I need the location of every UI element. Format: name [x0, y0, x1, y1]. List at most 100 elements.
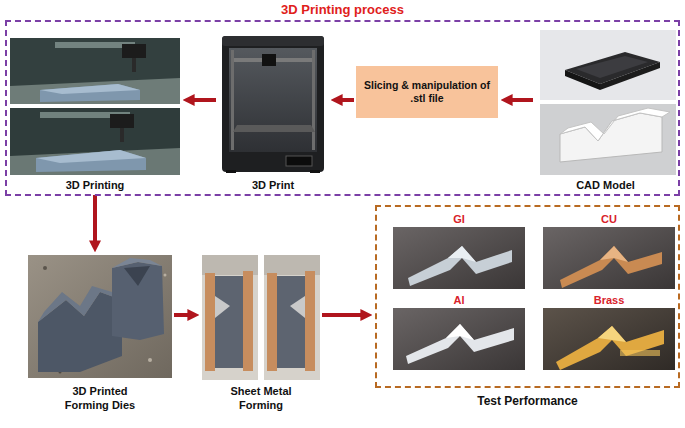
printer-illustration: [231, 50, 234, 150]
cad-model-render: [560, 113, 662, 162]
printing-photo: [36, 150, 146, 163]
forming-dies-photo: [164, 274, 167, 277]
forming-dies-photo: [112, 262, 164, 340]
al-sample-photo: [446, 324, 474, 340]
printer-illustration: [229, 48, 317, 152]
sheet-forming-photo: [264, 255, 320, 380]
sample-panel: Brass: [543, 293, 675, 371]
printing-photo: [10, 78, 180, 104]
cad-model-render: [540, 104, 676, 175]
sheet-forming-photo: [267, 273, 277, 371]
printer-illustration: [262, 54, 276, 66]
printing-photo: [10, 38, 180, 104]
node-label: CU: [543, 212, 675, 226]
printer-illustration: [222, 36, 324, 173]
node-label: GI: [393, 212, 525, 226]
printer-illustration: [222, 36, 324, 172]
sheet-forming-photo: [305, 271, 315, 371]
gi-sample-photo: [393, 227, 525, 289]
printing-photo: [10, 108, 180, 175]
cad-model-render: [540, 30, 676, 175]
process-group-box: 3D Printing 3D Print Slicing & manipulatio…: [5, 20, 680, 196]
cad-model-render: [560, 108, 670, 141]
node-label: Al: [393, 293, 525, 307]
brass-sample-photo: [543, 308, 675, 370]
flow-arrow: [194, 98, 216, 102]
flow-arrow: [322, 313, 361, 317]
node-label: Test Performance: [377, 394, 678, 409]
forming-dies-photo: [148, 358, 152, 362]
node-label: 3D Printing: [10, 178, 180, 192]
printing-photo: [132, 58, 136, 72]
gi-sample-photo: [393, 227, 525, 289]
flow-arrow: [174, 313, 188, 317]
node-label: 3D Print: [218, 178, 328, 192]
printer-illustration: [226, 170, 236, 173]
sheet-forming-photo: [215, 276, 243, 368]
printing-photo: [40, 84, 140, 94]
sample-panel: CU: [543, 212, 675, 290]
forming-dies-photo: [43, 266, 47, 270]
node-label: Slicing & manipulation of .stl file: [364, 79, 490, 105]
node-label: Sheet Metal Forming: [213, 384, 309, 412]
flow-arrow: [512, 98, 533, 102]
sheet-forming-photo: [202, 255, 258, 380]
printer-panel: 3D Print: [218, 32, 328, 192]
photo-panel: 3D Printed Forming Dies: [28, 255, 172, 412]
al-sample-photo: [393, 308, 525, 370]
cu-sample-photo: [543, 227, 675, 289]
forming-dies-photo: [124, 266, 150, 286]
node-label: 3D Printed Forming Dies: [52, 384, 148, 412]
al-sample-photo: [393, 308, 525, 370]
printing-photo: [36, 150, 146, 172]
forming-dies-photo: [38, 292, 122, 372]
node-label: Brass: [543, 293, 675, 307]
flow-arrow: [93, 195, 97, 241]
node-label: 3D Printing process: [7, 2, 678, 18]
forming-dies-photo: [112, 258, 162, 268]
printing-photo: [122, 44, 146, 58]
cad-model-render: [600, 62, 660, 90]
forming-dies-photo: [28, 255, 172, 378]
sheet-forming-photo: [215, 296, 230, 318]
printing-photo: [120, 128, 124, 142]
sheet-forming-photo: [202, 255, 320, 380]
brass-sample-photo: [543, 308, 675, 370]
photo-panel: Sheet Metal Forming: [202, 255, 320, 412]
cad-model-render: [565, 70, 600, 90]
brass-sample-photo: [556, 326, 664, 370]
forming-dies-photo: [38, 286, 122, 322]
sheet-forming-photo: [205, 273, 215, 371]
cad-panel: CAD Model: [535, 26, 676, 192]
process-box: Slicing & manipulation of .stl file: [356, 66, 498, 118]
printing-photo: [10, 38, 180, 175]
sheet-forming-photo: [243, 271, 253, 371]
printer-illustration: [222, 36, 324, 46]
cu-sample-photo: [600, 246, 628, 262]
gi-sample-photo: [448, 246, 476, 262]
sheet-forming-photo: [290, 296, 305, 318]
results-group-box: GICUAlBrassTest Performance: [375, 205, 680, 388]
printer-illustration: [312, 50, 315, 150]
brass-sample-photo: [620, 350, 660, 356]
printer-illustration: [310, 170, 320, 173]
flow-arrow: [342, 98, 354, 102]
al-sample-photo: [406, 324, 514, 364]
cu-sample-photo: [560, 246, 662, 288]
sample-panel: Al: [393, 293, 525, 371]
printer-illustration: [286, 156, 312, 166]
photo-panel: 3D Printing: [10, 38, 180, 192]
node-label: CAD Model: [535, 178, 676, 192]
printing-photo: [10, 148, 180, 175]
sheet-forming-photo: [277, 276, 305, 368]
brass-sample-photo: [598, 326, 626, 342]
printing-photo: [110, 114, 134, 128]
printing-photo: [40, 84, 140, 102]
cu-sample-photo: [543, 227, 675, 289]
cad-model-render: [540, 30, 676, 100]
gi-sample-photo: [408, 246, 512, 286]
forming-dies-photo: [28, 255, 172, 378]
